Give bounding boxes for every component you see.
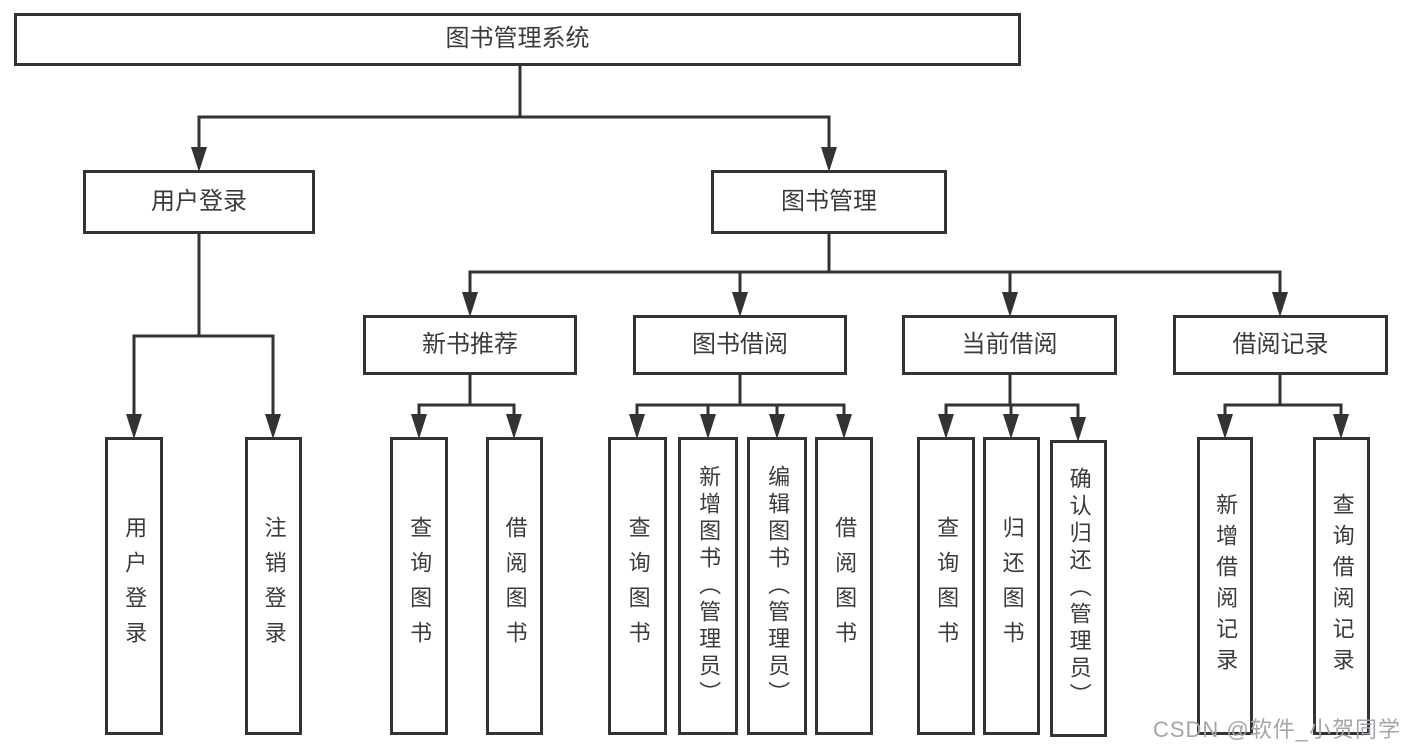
node-book-management: 图书管理 bbox=[711, 170, 947, 234]
node-borrowing-borrow-books: 借阅图书 bbox=[815, 437, 873, 735]
arrowhead-icon bbox=[126, 414, 142, 439]
node-recommend-borrow-books: 借阅图书 bbox=[486, 437, 543, 735]
arrowhead-icon bbox=[700, 414, 716, 439]
node-records-add-record: 新增借阅记录 bbox=[1197, 437, 1253, 735]
arrowhead-icon bbox=[506, 414, 522, 439]
node-borrowing-edit-books-admin: 编辑图书（管理员） bbox=[747, 437, 807, 735]
arrowhead-icon bbox=[411, 414, 427, 439]
node-current-return-books: 归还图书 bbox=[983, 437, 1040, 735]
node-system: 图书管理系统 bbox=[14, 13, 1021, 66]
arrowhead-icon bbox=[1272, 292, 1288, 317]
node-logout-action: 注销登录 bbox=[245, 437, 302, 735]
arrowhead-icon bbox=[629, 414, 645, 439]
node-records-query-record: 查询借阅记录 bbox=[1313, 437, 1370, 735]
arrowhead-icon bbox=[1070, 417, 1086, 442]
node-current-confirm-return-admin: 确认归还（管理员） bbox=[1050, 440, 1107, 737]
arrowhead-icon bbox=[1003, 414, 1019, 439]
arrowhead-icon bbox=[191, 147, 207, 172]
node-book-borrowing: 图书借阅 bbox=[633, 315, 847, 375]
arrowhead-icon bbox=[732, 292, 748, 317]
arrowhead-icon bbox=[1217, 414, 1233, 439]
node-borrowing-records: 借阅记录 bbox=[1173, 315, 1388, 375]
arrowhead-icon bbox=[462, 292, 478, 317]
node-borrowing-query-books: 查询图书 bbox=[608, 437, 667, 735]
node-user-login: 用户登录 bbox=[83, 170, 315, 234]
arrowhead-icon bbox=[265, 414, 281, 439]
node-current-query-books: 查询图书 bbox=[917, 437, 975, 735]
arrowhead-icon bbox=[938, 414, 954, 439]
node-borrowing-add-books-admin: 新增图书（管理员） bbox=[678, 437, 738, 735]
node-new-book-recommendation: 新书推荐 bbox=[363, 315, 577, 375]
node-current-borrowing: 当前借阅 bbox=[902, 315, 1117, 375]
node-recommend-query-books: 查询图书 bbox=[390, 437, 448, 735]
arrowhead-icon bbox=[1002, 292, 1018, 317]
watermark-text: CSDN @软件_小贺同学 bbox=[1152, 717, 1401, 742]
arrowhead-icon bbox=[769, 414, 785, 439]
arrowhead-icon bbox=[836, 414, 852, 439]
node-login-action: 用户登录 bbox=[105, 437, 163, 735]
arrowhead-icon bbox=[821, 147, 837, 172]
arrowhead-icon bbox=[1333, 414, 1349, 439]
